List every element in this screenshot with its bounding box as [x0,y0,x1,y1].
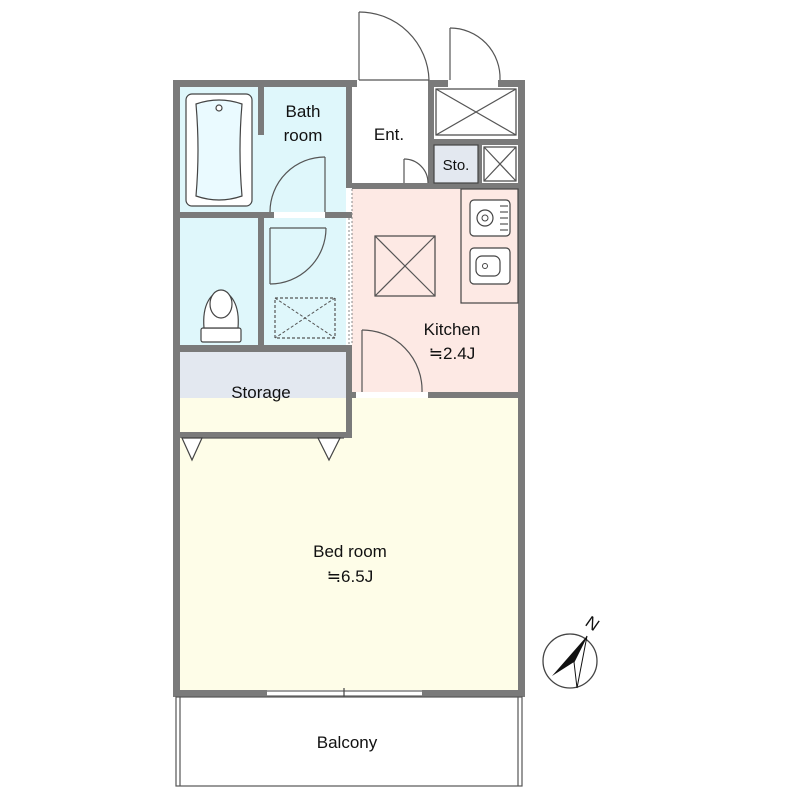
balcony-label: Balcony [317,733,378,752]
bedroom-label: Bed room [313,542,387,561]
bedroom-size-label: ≒6.5J [327,567,373,586]
bedroom-floor [180,398,518,690]
kitchen-size-label: ≒2.4J [429,344,475,363]
closet-outside-door [449,27,501,81]
entrance-door [358,11,430,81]
kitchen-fridge-space [374,235,436,297]
entrance-label: Ent. [374,125,404,144]
storage-small-label: Sto. [443,157,470,174]
north-compass: N [542,612,603,689]
kitchen-counter [460,188,519,304]
compass-north-label: N [582,612,603,635]
bathroom-label-line1: Bath [286,102,321,121]
kitchen-label: Kitchen [424,320,481,339]
entrance-inner-door [403,158,429,184]
washroom-door [269,227,327,285]
toilet-fixture [200,289,242,343]
small-cabinet [483,146,517,182]
kitchen-bedroom-door [361,329,423,393]
balcony [175,696,523,787]
shoe-cabinet [435,88,517,136]
entrance-floor [352,87,428,183]
bathroom-door [269,156,326,213]
walls [173,80,525,697]
bathroom-label-line2: room [284,126,323,145]
bathroom-anteroom-floor [264,87,346,212]
washroom-floor [264,218,346,345]
storage-small-box [433,144,479,184]
storage-doors [181,437,344,462]
bathtub [185,93,253,207]
bedroom-floor-upper [352,398,518,438]
storage-label: Storage [231,383,291,402]
washing-machine-space [274,297,336,339]
